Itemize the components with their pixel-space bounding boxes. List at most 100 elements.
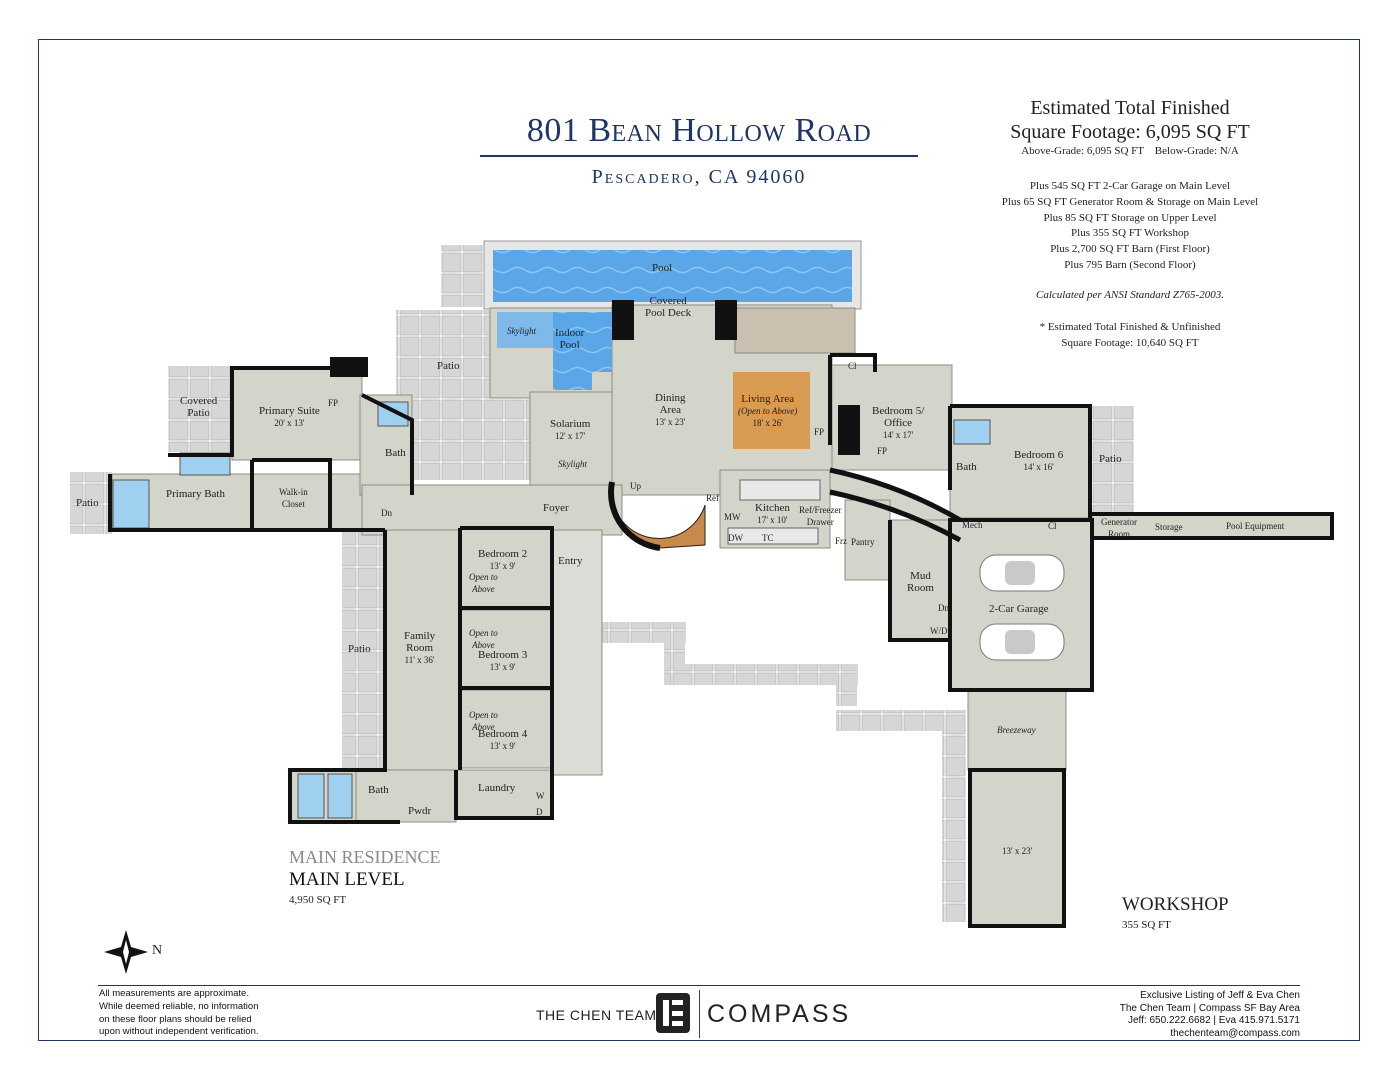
label-bedroom-2: Bedroom 2 13' x 9' — [478, 548, 527, 572]
column — [612, 300, 634, 340]
label-line: Bedroom 4 — [478, 728, 528, 740]
disclaimer-line: on these floor plans should be relied — [99, 1013, 252, 1025]
label-garage: 2-Car Garage — [989, 603, 1049, 615]
kitchen-counter — [727, 527, 819, 545]
label-note: (Open to Above) — [738, 406, 798, 416]
label-tc: TC — [762, 533, 774, 543]
stair-wall — [608, 481, 661, 551]
label-line: Ref/Freezer — [799, 505, 842, 515]
footer-divider — [98, 985, 1300, 986]
label-mud-room: Mud Room — [907, 570, 934, 594]
label-bedroom-3: Bedroom 3 13' x 9' — [478, 649, 527, 673]
label-ref-freezer: Ref/Freezer Drawer — [799, 504, 841, 528]
residence-label: MAIN RESIDENCE — [289, 847, 441, 867]
label-line: Family — [404, 630, 436, 642]
label-dim: 20' x 13' — [274, 418, 305, 428]
page-frame — [38, 39, 1360, 1041]
label-bath: Bath — [385, 447, 406, 459]
label-line: Kitchen — [755, 502, 790, 514]
disclaimer-line: While deemed reliable, no information — [99, 1000, 259, 1012]
property-title: 801 Bean Hollow Road — [526, 112, 872, 149]
label-primary-suite: Primary Suite 20' x 13' — [259, 405, 320, 429]
addition-line: Plus 545 SQ FT 2-Car Garage on Main Leve… — [1029, 180, 1231, 192]
workshop-label: WORKSHOP — [1122, 894, 1229, 915]
label-solarium: Solarium 12' x 17' — [550, 418, 590, 442]
label-line: Office — [884, 417, 913, 429]
label-line: Covered — [180, 395, 218, 407]
disclaimer-line: All measurements are approximate. — [99, 988, 249, 999]
label-line: Patio — [187, 407, 210, 419]
label-line: Dining — [655, 392, 686, 404]
label-dim: 13' x 9' — [489, 741, 516, 751]
patio-tiles — [70, 245, 1134, 922]
label-line: Area — [659, 404, 681, 416]
label-open-to-above: Open to Above — [469, 571, 498, 595]
label-line: Bedroom 5/ — [872, 405, 925, 417]
title-divider — [480, 155, 918, 157]
addition-line: Plus 2,700 SQ FT Barn (First Floor) — [1050, 243, 1210, 256]
label-patio: Patio — [76, 497, 99, 509]
label-dryer: D — [536, 807, 543, 817]
label-line: Indoor — [555, 327, 585, 339]
label-walk-in-closet: Walk-in Closet — [279, 486, 308, 510]
label-dim: 14' x 16' — [1023, 462, 1054, 472]
hall-tub — [297, 773, 325, 819]
label-line: Room — [907, 582, 934, 594]
label-bath: Bath — [956, 461, 977, 473]
column — [715, 300, 737, 340]
label-breezeway: Breezeway — [997, 725, 1036, 735]
label-kitchen: Kitchen 17' x 10' — [755, 502, 790, 526]
walls — [108, 353, 1334, 928]
label-foyer: Foyer — [543, 502, 569, 514]
label-dim: 12' x 17' — [555, 431, 586, 441]
label-fp: FP — [877, 446, 888, 456]
label-dn: Dn — [938, 603, 949, 613]
garage-cars — [979, 554, 1065, 661]
label-line: Above — [472, 722, 495, 732]
label-dim: 18' x 26' — [752, 418, 783, 428]
label-bedroom-5: Bedroom 5/ Office 14' x 17' — [872, 405, 924, 441]
label-dw: DW — [728, 533, 743, 543]
label-workshop-dim: 13' x 23' — [1002, 846, 1033, 856]
estimated-line2: Square Footage: 10,640 SQ FT — [1061, 336, 1199, 349]
label-line: Bedroom 2 — [478, 548, 528, 560]
label-covered-pool-deck: Covered Pool Deck — [645, 295, 691, 319]
sqft-breakdown: Above-Grade: 6,095 SQ FT Below-Grade: N/… — [1021, 145, 1239, 157]
listing-line: The Chen Team | Compass SF Bay Area — [1119, 1002, 1300, 1014]
label-ref: Ref — [706, 493, 719, 503]
primary-shower — [112, 479, 150, 529]
chen-team-logo-icon — [656, 993, 690, 1033]
label-dim: 11' x 36' — [404, 655, 435, 665]
label-fp: FP — [328, 398, 339, 408]
skylight — [497, 312, 553, 348]
label-indoor-pool: Indoor Pool — [555, 327, 584, 351]
label-family-room: Family Room 11' x 36' — [404, 630, 435, 666]
disclaimer: All measurements are approximate. While … — [99, 988, 299, 1039]
kitchen-island — [739, 479, 821, 501]
addition-line: Plus 355 SQ FT Workshop — [1071, 227, 1189, 240]
label-entry: Entry — [558, 555, 583, 567]
label-line: Open to — [469, 710, 498, 720]
compass-logo: COMPASS — [707, 1000, 852, 1028]
estimated-line1: * Estimated Total Finished & Unfinished — [1039, 321, 1221, 333]
label-skylight: Skylight — [558, 459, 587, 469]
main-level-sqft: 4,950 SQ FT — [289, 894, 347, 906]
label-patio: Patio — [437, 360, 460, 372]
bed6-shower — [953, 419, 991, 445]
fireplace — [330, 357, 368, 377]
label-mech: Mech — [962, 520, 983, 530]
label-line: Room — [1107, 529, 1130, 539]
label-living-area: Living Area (Open to Above) 18' x 26' — [738, 393, 797, 429]
label-line: Bedroom 6 — [1014, 449, 1064, 461]
label-line: Above — [472, 640, 495, 650]
label-laundry: Laundry — [478, 782, 516, 794]
label-line: Open to — [469, 628, 498, 638]
label-patio: Patio — [348, 643, 371, 655]
label-line: Drawer — [806, 517, 834, 527]
label-up: Up — [630, 481, 641, 491]
label-bedroom-4: Bedroom 4 13' x 9' — [478, 728, 527, 752]
label-cl: Cl — [1048, 521, 1057, 531]
label-open-to-above: Open to Above — [469, 627, 498, 651]
fireplace — [838, 405, 860, 455]
